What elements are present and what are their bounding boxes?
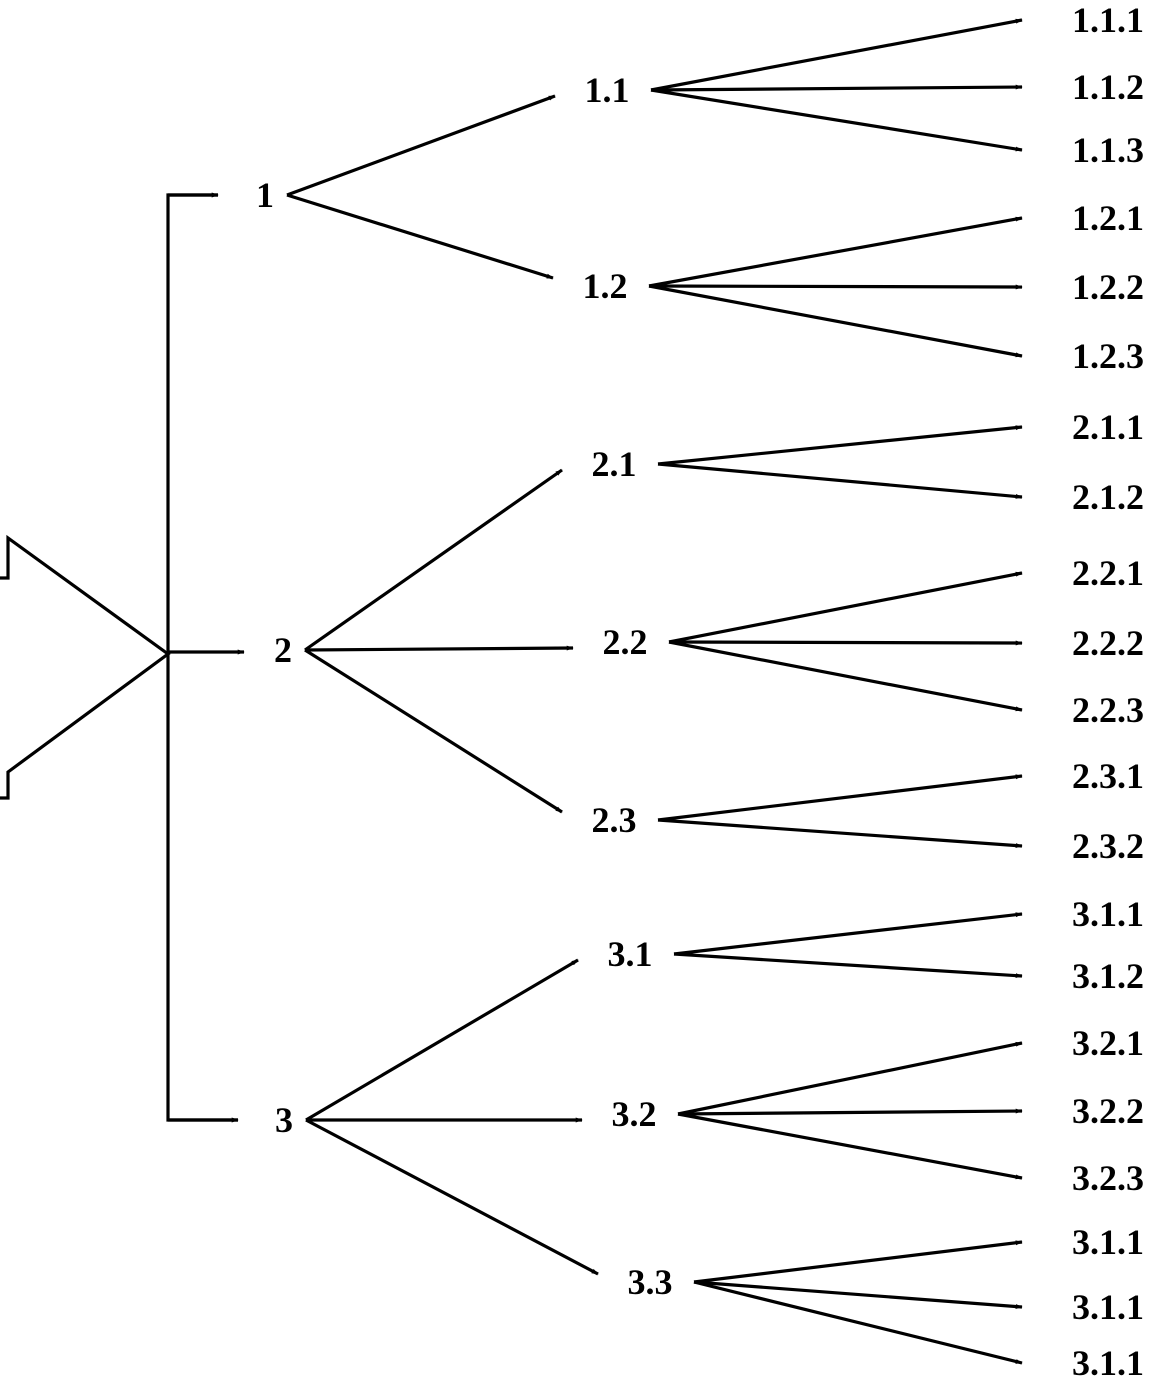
node-level2-1-1: 1.1	[585, 70, 630, 110]
node-level1-3: 3	[275, 1100, 293, 1140]
node-level2-3-1: 3.1	[608, 934, 653, 974]
edge-1.1-to-leaf-1	[650, 18, 1023, 92]
edge-2-to-2.2	[304, 645, 574, 652]
node-level3-1-1-3: 1.1.3	[1072, 130, 1144, 170]
labels-layer: 1 1.1 1.1.1 1.1.2 1.1.3 1.2 1.2.1 1.2.2 1.2.3 2 2.…	[256, 0, 1144, 1383]
node-level3-1-2-1: 1.2.1	[1072, 198, 1144, 238]
node-level2-3-3: 3.3	[628, 1262, 673, 1302]
edge-3-to-3.3	[305, 1118, 599, 1276]
edge-2.1-to-leaf-2	[657, 462, 1023, 499]
edge-2.2-to-leaf-3	[668, 640, 1023, 712]
edge-3.3-to-leaf-1	[693, 1240, 1023, 1284]
node-level3-3-3-1: 3.1.1	[1072, 1222, 1144, 1262]
node-level2-2-2: 2.2	[603, 622, 648, 662]
node-level3-2-2-2: 2.2.2	[1072, 623, 1144, 663]
root-triangle-symbol	[0, 534, 171, 800]
node-level3-1-2-2: 1.2.2	[1072, 267, 1144, 307]
edge-2.3-to-leaf-1	[657, 774, 1023, 822]
edge-3.2-to-leaf-3	[677, 1112, 1023, 1180]
node-level3-2-2-3: 2.2.3	[1072, 690, 1144, 730]
edge-2-to-2.1	[304, 468, 563, 652]
edge-1-to-1.2	[286, 193, 554, 280]
edge-3.1-to-leaf-1	[673, 912, 1023, 956]
node-level3-2-2-1: 2.2.1	[1072, 553, 1144, 593]
node-level3-1-2-3: 1.2.3	[1072, 336, 1144, 376]
edge-3.3-to-leaf-3	[693, 1280, 1023, 1365]
edge-1.2-to-leaf-2	[648, 284, 1023, 290]
node-level3-1-1-1: 1.1.1	[1072, 0, 1144, 40]
node-level2-2-3: 2.3	[592, 800, 637, 840]
node-level3-3-3-3: 3.1.1	[1072, 1343, 1144, 1378]
node-level3-3-1-2: 3.1.2	[1072, 956, 1144, 996]
node-level3-2-3-1: 2.3.1	[1072, 756, 1144, 796]
edge-2.2-to-leaf-2	[668, 640, 1023, 646]
edge-2.2-to-leaf-1	[668, 571, 1023, 644]
node-level3-1-1-2: 1.1.2	[1072, 67, 1144, 107]
node-level3-3-2-2: 3.2.2	[1072, 1091, 1144, 1131]
node-level2-2-1: 2.1	[592, 444, 637, 484]
node-level1-2: 2	[274, 630, 292, 670]
edge-1.1-to-leaf-2	[650, 84, 1023, 92]
edge-3.3-to-leaf-2	[693, 1280, 1023, 1309]
node-level2-1-2: 1.2	[583, 266, 628, 306]
node-level3-3-2-3: 3.2.3	[1072, 1158, 1144, 1198]
edge-3.1-to-leaf-2	[673, 952, 1023, 979]
edge-1.2-to-leaf-3	[648, 284, 1023, 358]
edges-layer	[168, 18, 1023, 1365]
node-level3-2-3-2: 2.3.2	[1072, 826, 1144, 866]
edge-1-to-1.1	[286, 94, 556, 197]
edge-3.2-to-leaf-2	[677, 1108, 1023, 1116]
node-level2-3-2: 3.2	[612, 1094, 657, 1134]
edge-1.1-to-leaf-3	[650, 88, 1023, 152]
edge-3-to-3.1	[305, 958, 579, 1122]
main-spine-bracket	[166, 193, 238, 1122]
node-level3-3-3-2: 3.1.1	[1072, 1287, 1144, 1327]
edge-3.2-to-leaf-1	[677, 1041, 1023, 1116]
edge-2.1-to-leaf-1	[657, 425, 1023, 466]
node-level1-1: 1	[256, 175, 274, 215]
edge-2.3-to-leaf-2	[657, 818, 1023, 848]
node-level3-3-2-1: 3.2.1	[1072, 1023, 1144, 1063]
node-level3-3-1-1: 3.1.1	[1072, 894, 1144, 934]
node-level3-2-1-1: 2.1.1	[1072, 407, 1144, 447]
edge-1.2-to-leaf-1	[648, 216, 1023, 288]
edge-2-to-2.3	[304, 648, 563, 814]
node-level3-2-1-2: 2.1.2	[1072, 477, 1144, 517]
